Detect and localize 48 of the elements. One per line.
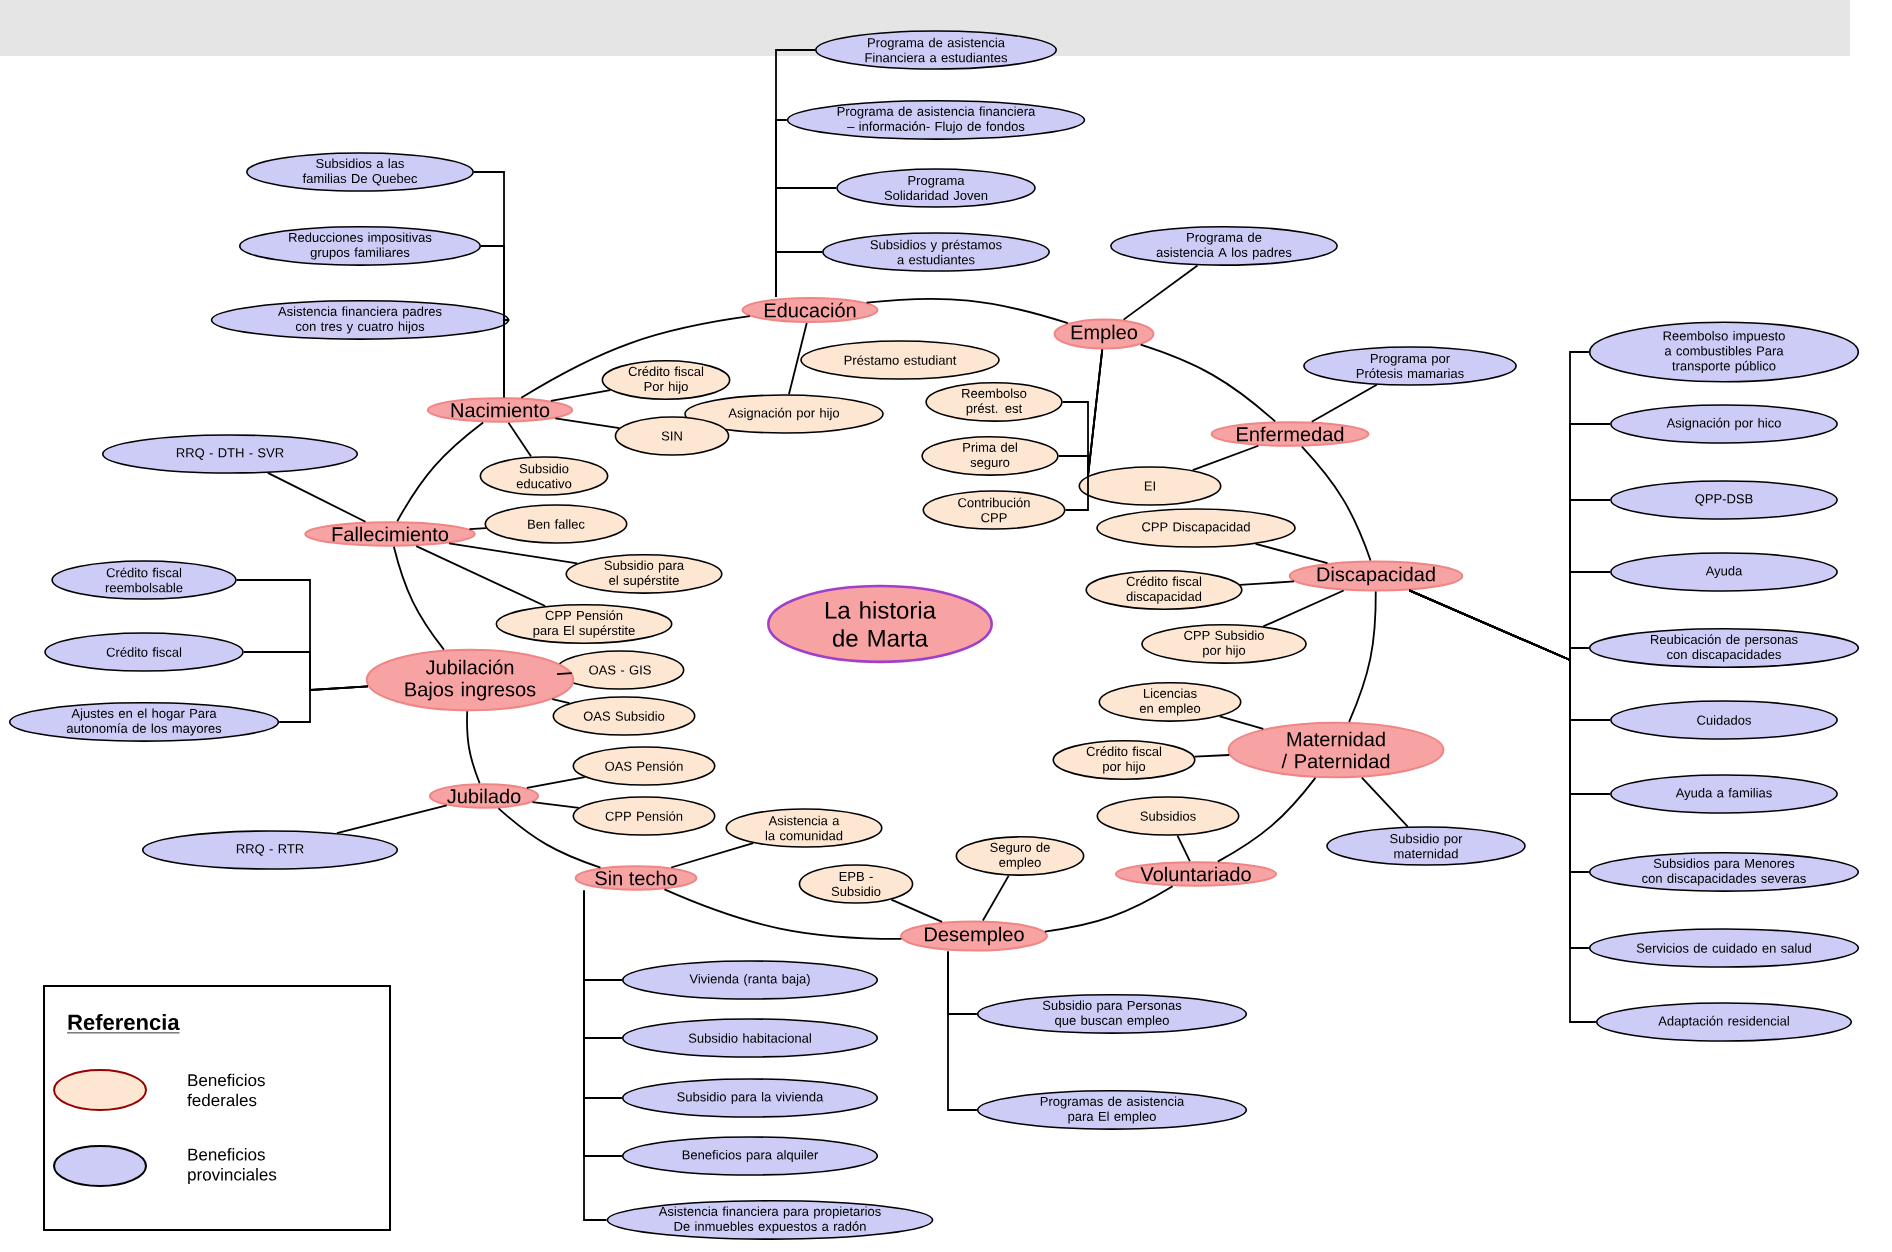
connector <box>1064 348 1104 511</box>
connector <box>1218 715 1265 730</box>
connector <box>775 251 823 298</box>
connector <box>520 315 751 399</box>
connector <box>503 319 511 399</box>
connector <box>1193 754 1231 758</box>
connector <box>468 527 488 531</box>
connector <box>396 421 485 523</box>
connector <box>1176 834 1191 863</box>
connector <box>392 545 445 651</box>
connector <box>415 545 547 607</box>
connector <box>1301 445 1372 562</box>
connector <box>556 672 573 676</box>
connector <box>278 685 369 723</box>
connector <box>448 542 579 565</box>
connector <box>550 389 612 402</box>
connector <box>497 807 602 869</box>
connector <box>663 888 903 940</box>
connector <box>1310 383 1378 423</box>
connector <box>526 776 586 789</box>
connector <box>266 472 367 523</box>
legend-text: Beneficios provinciales <box>188 1148 277 1184</box>
connector <box>1408 589 1597 1023</box>
legend-text: Beneficios federales <box>187 1073 265 1107</box>
connector <box>1239 580 1295 586</box>
connector <box>670 842 755 869</box>
connector <box>1043 885 1174 933</box>
connector <box>1348 590 1377 723</box>
connector <box>466 710 481 785</box>
connector <box>982 874 1010 922</box>
connector <box>507 421 532 458</box>
connector <box>1360 776 1409 828</box>
connector <box>554 417 621 429</box>
connector <box>1262 589 1345 628</box>
connector <box>1254 543 1329 564</box>
connector <box>947 950 978 1111</box>
connector <box>583 889 608 1221</box>
connector <box>1122 264 1199 321</box>
connector <box>1139 343 1277 423</box>
connector <box>336 804 448 834</box>
connector <box>865 297 1069 325</box>
connector <box>531 801 580 809</box>
connector <box>551 698 571 705</box>
connector <box>890 898 943 923</box>
connector <box>1216 776 1317 863</box>
legend-title: Referencia <box>66 1013 180 1034</box>
connector <box>1191 444 1260 471</box>
connector <box>788 322 808 396</box>
